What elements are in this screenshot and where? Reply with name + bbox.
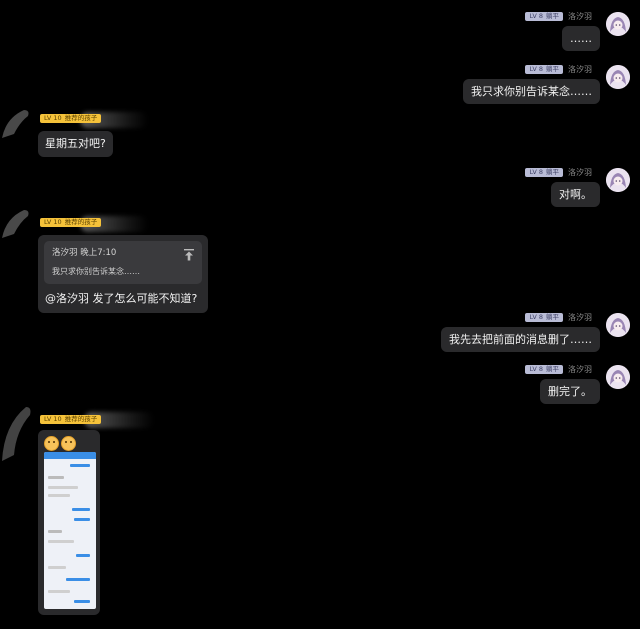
screenshot-line [48,590,70,593]
sender-meta: LV 8 躺平 洛汐羽 [525,167,592,178]
sender-name: 洛汐羽 [568,313,592,322]
sender-name: 洛汐羽 [568,12,592,21]
message-bubble[interactable]: 删完了。 [540,379,600,404]
pin-to-top-icon[interactable] [184,249,194,261]
blurred-avatar-icon[interactable] [0,100,40,140]
level-badge: LV 8 躺平 [525,168,563,177]
screenshot-line [48,486,78,489]
title-text: 推荐的孩子 [64,114,98,122]
message-bubble[interactable]: 我先去把前面的消息删了…… [441,327,600,352]
sender-meta: LV 8 躺平 洛汐羽 [525,364,592,375]
message-bubble[interactable]: 我只求你别告诉某念…… [463,79,600,104]
quote-body: 我只求你别告诉某念…… [52,267,140,276]
message-bubble[interactable]: 洛汐羽 晚上7:10 我只求你别告诉某念…… @洛汐羽 发了怎么可能不知道? [38,235,208,313]
screenshot-line [48,530,62,533]
emoji-row [44,436,78,455]
level-text: LV 8 [529,12,543,20]
anime-girl-avatar-icon[interactable] [606,365,630,389]
smiling-face-emoji-icon [44,436,59,451]
level-badge: LV 10 推荐的孩子 [40,114,102,123]
quoted-message[interactable]: 洛汐羽 晚上7:10 我只求你别告诉某念…… [44,241,202,284]
level-badge: LV 10 推荐的孩子 [40,218,102,227]
screenshot-line [66,578,90,581]
level-text: LV 10 [44,218,62,226]
sender-meta: LV 8 躺平 洛汐羽 [525,11,592,22]
title-text: 躺平 [546,313,559,321]
message-bubble[interactable]: 对啊。 [551,182,600,207]
sender-meta: LV 8 躺平 洛汐羽 [525,64,592,75]
screenshot-line [48,476,64,479]
blurred-avatar-icon[interactable] [0,395,40,465]
level-badge: LV 8 躺平 [525,65,563,74]
level-badge: LV 8 躺平 [525,365,563,374]
anime-girl-avatar-icon[interactable] [606,65,630,89]
screenshot-line [70,464,90,467]
title-text: 躺平 [546,12,559,20]
anime-girl-avatar-icon[interactable] [606,168,630,192]
title-text: 躺平 [546,65,559,73]
screenshot-header [44,452,96,459]
level-text: LV 8 [529,168,543,176]
level-text: LV 8 [529,65,543,73]
sender-name: 洛汐羽 [568,168,592,177]
anime-girl-avatar-icon[interactable] [606,12,630,36]
screenshot-line [76,554,90,557]
title-text: 躺平 [546,168,559,176]
message-bubble[interactable]: …… [562,26,600,51]
quote-header: 洛汐羽 晚上7:10 [52,248,117,258]
redacted-name-streak [84,412,154,428]
screenshot-line [48,566,66,569]
title-text: 推荐的孩子 [64,415,98,423]
screenshot-line [72,508,90,511]
message-text: @洛汐羽 发了怎么可能不知道? [45,292,198,305]
level-badge: LV 10 推荐的孩子 [40,415,102,424]
screenshot-line [48,540,74,543]
screenshot-line [74,600,90,603]
smiling-face-emoji-icon [61,436,76,451]
message-bubble[interactable]: 星期五对吧? [38,131,113,157]
level-text: LV 10 [44,114,62,122]
blurred-avatar-icon[interactable] [0,200,40,240]
title-text: 躺平 [546,365,559,373]
level-badge: LV 8 躺平 [525,12,563,21]
anime-girl-avatar-icon[interactable] [606,313,630,337]
level-text: LV 8 [529,313,543,321]
sender-meta: LV 8 躺平 洛汐羽 [525,312,592,323]
sender-name: 洛汐羽 [568,65,592,74]
level-text: LV 8 [529,365,543,373]
level-badge: LV 8 躺平 [525,313,563,322]
sender-name: 洛汐羽 [568,365,592,374]
chat-screenshot-image[interactable] [44,452,96,609]
level-text: LV 10 [44,415,62,423]
screenshot-line [74,518,90,521]
title-text: 推荐的孩子 [64,218,98,226]
screenshot-line [48,494,70,497]
